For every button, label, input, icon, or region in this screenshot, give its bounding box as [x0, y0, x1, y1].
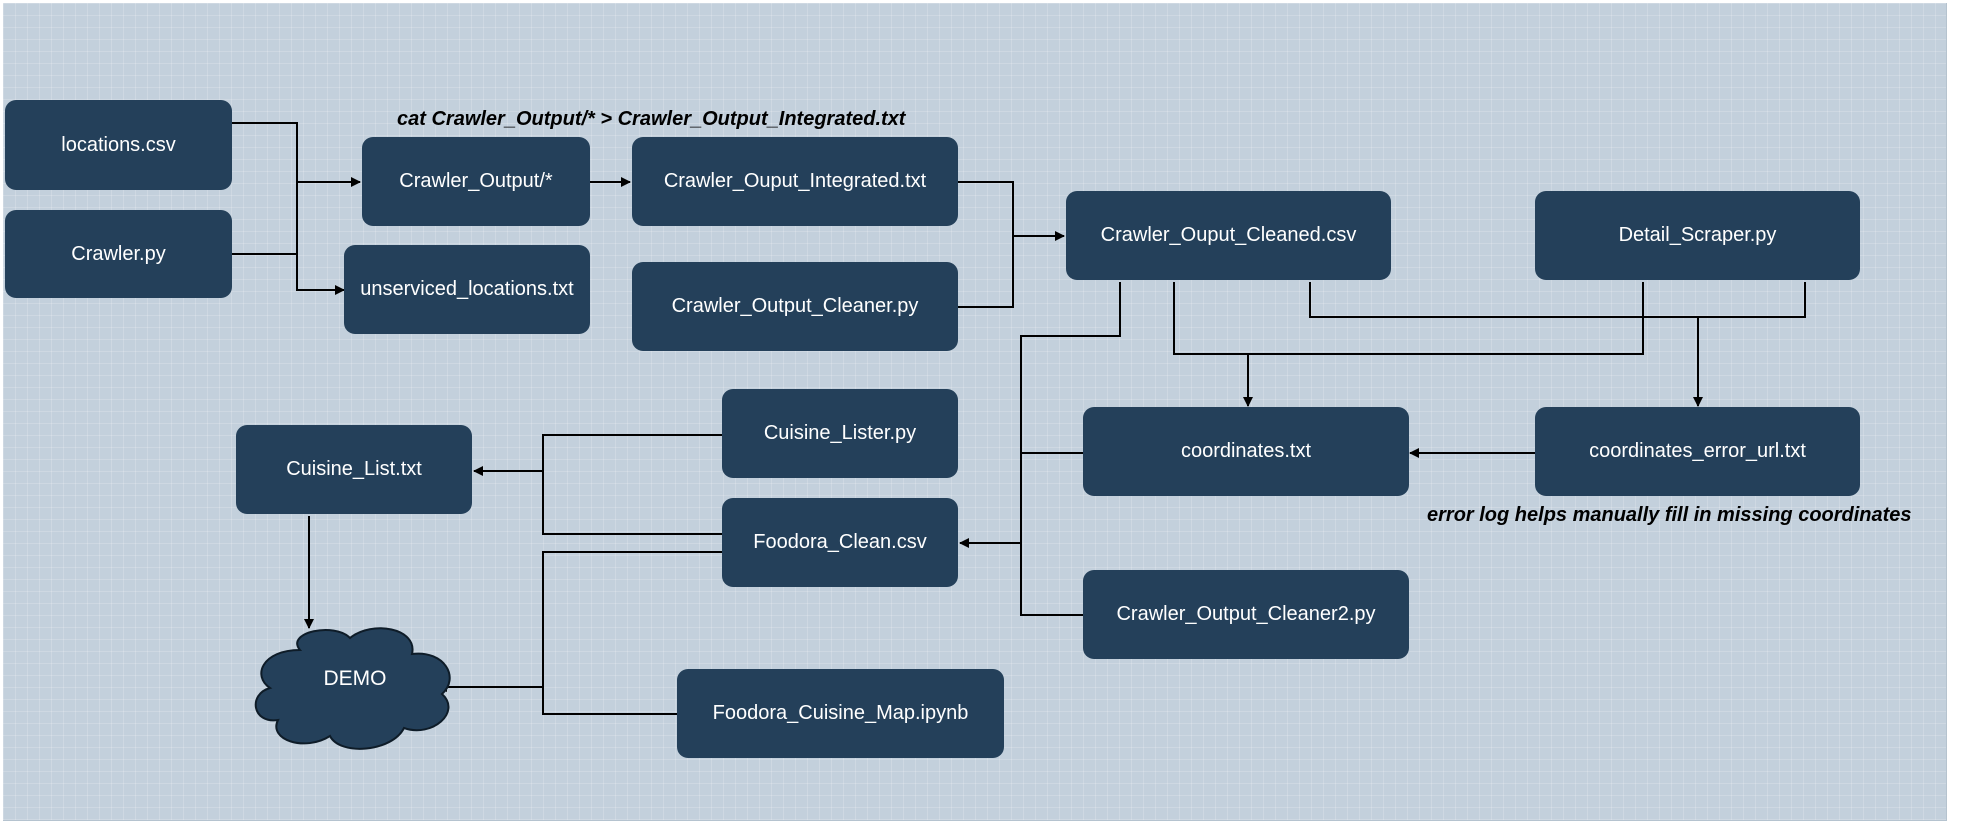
- node-coordinates-error-url[interactable]: coordinates_error_url.txt: [1535, 407, 1860, 496]
- edge-foodora-clean-to-demo: [542, 551, 722, 715]
- node-label: Crawler_Output_Cleaner.py: [671, 295, 919, 317]
- node-label: coordinates_error_url.txt: [1589, 440, 1806, 462]
- edge-cleaned-to-foodora-clean: [1020, 282, 1121, 543]
- node-cuisine-list[interactable]: Cuisine_List.txt: [236, 425, 472, 514]
- node-foodora-clean[interactable]: Foodora_Clean.csv: [722, 498, 958, 587]
- node-demo-label[interactable]: DEMO: [323, 667, 387, 690]
- edge-crawler-to-junction: [232, 182, 298, 255]
- edge-integrated-to-cleaned: [958, 181, 1014, 308]
- node-crawler-py[interactable]: Crawler.py: [5, 210, 232, 298]
- node-label: Crawler_Output/*: [399, 170, 553, 192]
- node-label: Foodora_Clean.csv: [753, 531, 927, 553]
- edge-cuisine-lister-to-list: [542, 434, 722, 535]
- node-label: Foodora_Cuisine_Map.ipynb: [712, 702, 969, 724]
- node-label: locations.csv: [61, 133, 176, 156]
- edge-locations-to-crawler-output: [232, 122, 361, 187]
- node-crawler-output-cleaner2[interactable]: Crawler_Output_Cleaner2.py: [1083, 570, 1409, 659]
- node-label: unserviced_locations.txt: [360, 278, 574, 300]
- node-label: Crawler_Ouput_Cleaned.csv: [1100, 224, 1357, 246]
- edge-junction-to-unserviced: [296, 254, 345, 295]
- edge-cleaner2-to-foodora-clean: [1020, 543, 1083, 616]
- node-cuisine-lister[interactable]: Cuisine_Lister.py: [722, 389, 958, 478]
- node-crawler-output-cleaner[interactable]: Crawler_Output_Cleaner.py: [632, 262, 958, 351]
- node-crawler-output-cleaned[interactable]: Crawler_Ouput_Cleaned.csv: [1066, 191, 1391, 280]
- node-unserviced-locations[interactable]: unserviced_locations.txt: [344, 245, 590, 334]
- note-cat-command: cat Crawler_Output/* > Crawler_Output_In…: [397, 108, 906, 130]
- demo-cloud-shape: [254, 627, 451, 750]
- node-crawler-output-integrated[interactable]: Crawler_Ouput_Integrated.txt: [632, 137, 958, 226]
- node-locations-csv[interactable]: locations.csv: [5, 100, 232, 190]
- node-label: Cuisine_List.txt: [286, 458, 422, 480]
- node-label: Crawler.py: [71, 242, 166, 265]
- node-label: Detail_Scraper.py: [1618, 224, 1777, 246]
- node-label: Crawler_Ouput_Integrated.txt: [663, 170, 927, 192]
- node-coordinates[interactable]: coordinates.txt: [1083, 407, 1409, 496]
- node-detail-scraper[interactable]: Detail_Scraper.py: [1535, 191, 1860, 280]
- node-crawler-output[interactable]: Crawler_Output/*: [362, 137, 590, 226]
- node-foodora-cuisine-map[interactable]: Foodora_Cuisine_Map.ipynb: [677, 669, 1004, 758]
- node-label: Crawler_Output_Cleaner2.py: [1116, 603, 1376, 625]
- edge-cleaned-to-error-url: [1309, 282, 1806, 318]
- note-error-log: error log helps manually fill in missing…: [1427, 504, 1912, 526]
- node-label: Cuisine_Lister.py: [763, 422, 917, 444]
- node-label: coordinates.txt: [1180, 440, 1312, 462]
